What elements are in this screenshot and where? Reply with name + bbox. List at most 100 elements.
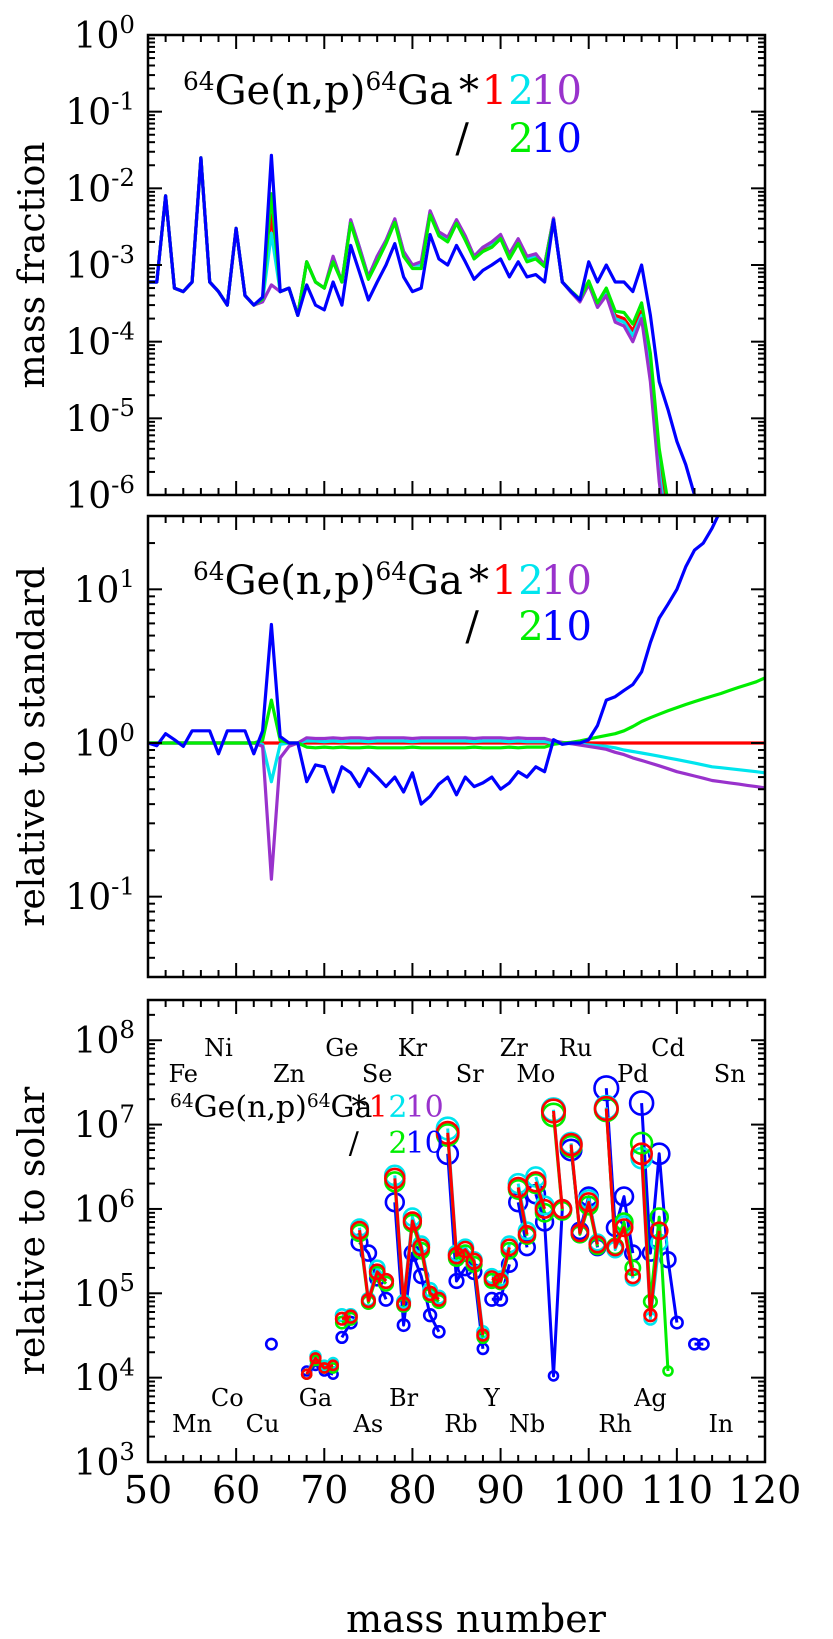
isotope-marker — [264, 1337, 278, 1351]
isotope-marker — [552, 1198, 573, 1219]
isotope-marker — [327, 1359, 339, 1372]
isotope-chain-line — [393, 1178, 440, 1306]
legend-times-2: 2 — [518, 558, 543, 604]
isotope-marker — [593, 1095, 619, 1122]
element-label-kr: Kr — [398, 1034, 428, 1062]
x-tick-label: 110 — [641, 1468, 714, 1512]
legend-times-1: 1 — [482, 68, 507, 114]
element-label-mo: Mo — [516, 1060, 555, 1088]
legend-times-1: 1 — [369, 1090, 388, 1125]
isotope-marker — [662, 1365, 674, 1377]
plot-area — [264, 1075, 710, 1382]
y-tick-label: 107 — [74, 1099, 135, 1146]
legend-divided-10: 10 — [406, 1126, 444, 1161]
legend-multiply-symbol: * — [469, 558, 489, 604]
y-tick-label: 103 — [74, 1437, 135, 1484]
legend-times-2: 2 — [388, 1090, 407, 1125]
plot-frame — [146, 514, 767, 979]
element-label-y: Y — [483, 1384, 501, 1412]
plot-area — [148, 153, 697, 495]
isotope-marker — [606, 1238, 625, 1257]
isotope-marker — [343, 1309, 358, 1324]
isotope-marker — [334, 1311, 350, 1326]
element-label-co: Co — [211, 1384, 244, 1412]
element-label-sr: Sr — [456, 1060, 484, 1088]
isotope-marker — [669, 1315, 684, 1330]
element-label-ag: Ag — [633, 1384, 667, 1412]
x-tick-label: 120 — [729, 1468, 802, 1512]
isotope-marker — [448, 1272, 465, 1290]
isotope-marker — [402, 1211, 423, 1231]
isotope-marker — [628, 1090, 655, 1116]
y-axis-label: relative to solar — [12, 1086, 53, 1375]
isotope-marker — [696, 1337, 710, 1351]
isotope-marker — [309, 1352, 322, 1365]
x-tick-label: 70 — [300, 1468, 348, 1512]
isotope-marker — [368, 1263, 386, 1281]
y-tick-label: 105 — [74, 1268, 135, 1315]
element-label-cd: Cd — [651, 1034, 685, 1062]
legend-divided-10: 10 — [531, 116, 582, 162]
isotope-marker — [422, 1307, 438, 1323]
isotope-chain-line — [569, 1144, 599, 1245]
y-tick-label: 10-1 — [65, 872, 135, 919]
isotope-marker — [588, 1235, 607, 1254]
legend-reaction: 64Ge(n,p)64Ga — [193, 557, 463, 605]
element-label-as: As — [353, 1410, 384, 1438]
legend-divide-symbol: / — [349, 1126, 360, 1161]
isotope-marker — [517, 1225, 537, 1244]
y-tick-label: 108 — [74, 1015, 135, 1062]
element-label-zr: Zr — [500, 1034, 529, 1062]
legend-divide-symbol: / — [455, 116, 469, 162]
element-label-se: Se — [362, 1060, 393, 1088]
y-axis-label: mass fraction — [12, 142, 53, 389]
x-axis-label: mass number — [346, 1597, 607, 1639]
isotope-marker — [335, 1330, 349, 1344]
element-label-rh: Rh — [598, 1410, 632, 1438]
element-label-ge: Ge — [325, 1034, 358, 1062]
isotope-chain-line — [534, 1181, 547, 1210]
isotope-chain-line — [446, 1132, 485, 1336]
element-label-br: Br — [389, 1384, 419, 1412]
isotope-marker — [630, 1142, 654, 1166]
isotope-marker — [396, 1318, 411, 1333]
legend-times-10: 10 — [406, 1090, 444, 1125]
isotope-marker — [493, 1291, 509, 1307]
isotope-marker — [300, 1368, 313, 1380]
plot-area — [148, 516, 765, 881]
isotope-marker — [593, 1075, 620, 1102]
isotope-chain-line — [640, 1153, 661, 1317]
y-tick-label: 10-3 — [65, 240, 135, 287]
element-label-in: In — [708, 1410, 733, 1438]
legend-times-1: 1 — [492, 558, 517, 604]
y-tick-label: 106 — [74, 1184, 135, 1231]
isotope-marker — [547, 1370, 560, 1382]
isotope-marker — [500, 1238, 519, 1257]
isotope-marker — [350, 1220, 369, 1240]
isotope-marker — [578, 1192, 599, 1213]
legend-divided-2: 2 — [518, 604, 543, 650]
series-line-10-4 — [148, 516, 720, 806]
isotope-marker — [378, 1291, 394, 1307]
isotope-marker — [492, 1272, 509, 1290]
isotope-marker — [629, 1131, 654, 1156]
element-label-nb: Nb — [509, 1410, 545, 1438]
legend-reaction: 64Ge(n,p)64Ga — [183, 67, 453, 115]
isotope-marker — [624, 1267, 641, 1285]
plot-frame — [146, 998, 767, 1464]
x-tick-label: 90 — [476, 1468, 524, 1512]
element-label-ni: Ni — [204, 1034, 233, 1062]
legend-reaction: 64Ge(n,p)64Ga — [170, 1090, 373, 1125]
y-tick-label: 10-1 — [65, 87, 135, 134]
y-tick-label: 10-2 — [65, 163, 135, 210]
element-label-ru: Ru — [559, 1034, 593, 1062]
isotope-marker — [412, 1238, 431, 1257]
isotope-marker — [649, 1207, 670, 1227]
